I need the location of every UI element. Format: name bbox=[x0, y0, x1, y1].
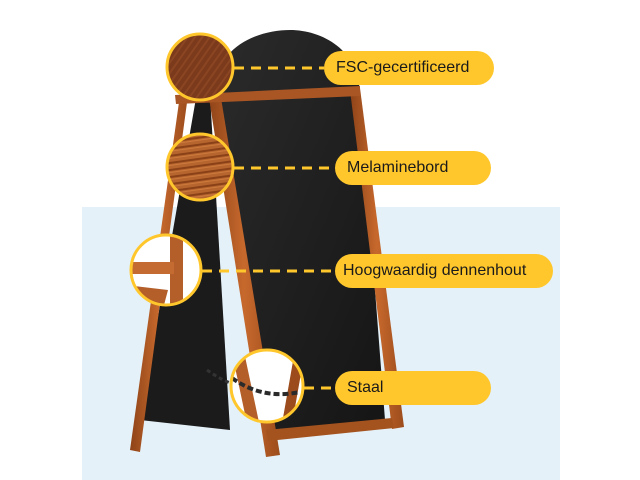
feature-label-fsc: FSC-gecertificeerd bbox=[324, 51, 494, 85]
zoom-circle-steel-chain bbox=[229, 348, 305, 424]
feature-label-steel: Staal bbox=[335, 371, 491, 405]
feature-label-pine: Hoogwaardig dennenhout bbox=[335, 254, 553, 288]
zoom-circle-melamine-board bbox=[165, 132, 235, 202]
bottom-rail bbox=[266, 418, 394, 441]
top-crossbar bbox=[175, 86, 360, 104]
feature-label-melamine: Melaminebord bbox=[335, 151, 491, 185]
zoom-circle-fsc-wood bbox=[165, 32, 235, 102]
